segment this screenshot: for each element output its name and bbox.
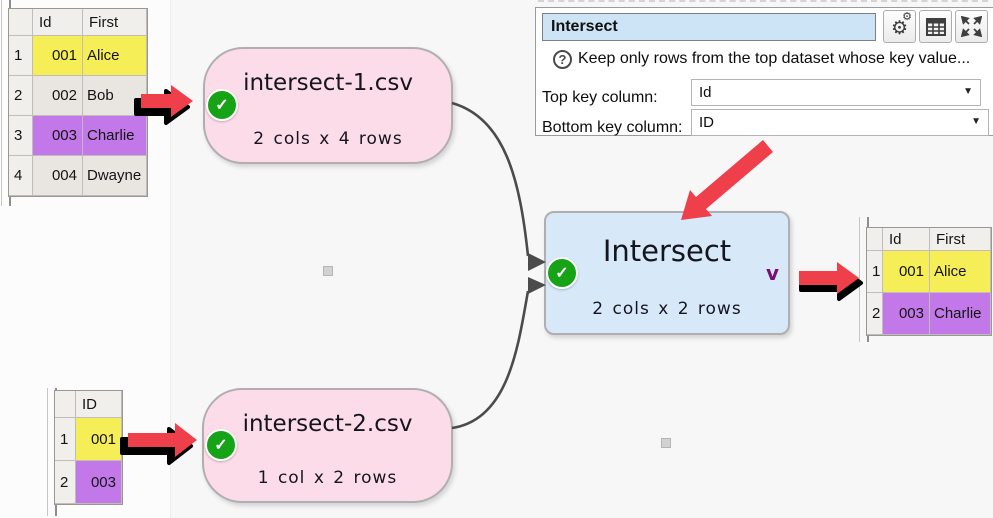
row-number[interactable]: 2 [867,293,883,335]
help-icon[interactable]: ? [553,50,572,69]
table-cell[interactable]: 001 [76,418,122,461]
check-icon: ✓ [546,257,578,289]
transform-options-panel: ⚙ ⚙ ? Keep only r [535,7,993,136]
selected-value: Id [699,84,712,101]
node-subtitle: 1 col x 2 rows [257,468,398,488]
collapse-caret: v [765,261,779,285]
expand-button[interactable] [955,10,988,43]
node-intersect-transform[interactable]: Intersect 2 cols x 2 rows ✓ v [544,211,790,335]
row-number[interactable]: 2 [9,76,33,116]
column-header[interactable]: Id [883,228,930,251]
table-cell[interactable]: 003 [76,461,122,504]
column-header[interactable]: First [83,9,147,36]
gear-icon: ⚙ [890,18,909,39]
table-cell[interactable]: 002 [33,76,83,116]
table-cell[interactable]: Charlie [930,293,991,335]
table-cell[interactable]: Dwayne [83,156,147,196]
chevron-down-icon: ▼ [963,86,973,97]
table-cell[interactable]: 001 [33,36,83,76]
corner-cell [9,9,33,36]
corner-cell [867,228,883,251]
row-number[interactable]: 1 [55,418,76,461]
table-cell[interactable]: 004 [33,156,83,196]
grid-dot [661,438,671,448]
node-title: intersect-2.csv [242,411,413,437]
row-number[interactable]: 3 [9,116,33,156]
row-number[interactable]: 4 [9,156,33,196]
node-intersect-1-csv[interactable]: intersect-1.csv 2 cols x 4 rows ✓ [203,47,453,164]
crop-edge [538,0,988,2]
row-number[interactable]: 1 [9,36,33,76]
node-title: intersect-1.csv [243,70,413,96]
corner-cell [55,391,76,418]
bottom-key-column-select[interactable]: ID ▼ [691,109,989,136]
row-number[interactable]: 2 [55,461,76,504]
transform-name-input[interactable] [542,13,876,41]
node-subtitle: 2 cols x 4 rows [253,129,403,149]
table-icon [925,17,946,36]
field-label: Top key column: [542,89,658,106]
settings-button[interactable]: ⚙ ⚙ [883,10,916,43]
table-view-button[interactable] [919,10,952,43]
top-key-column-select[interactable]: Id ▼ [691,79,981,106]
source1-table: Id First 1 001 Alice 2 002 Bob 3 003 Cha… [8,8,148,197]
column-header[interactable]: ID [76,391,122,418]
field-label: Bottom key column: [542,119,683,136]
table-cell[interactable]: 001 [883,251,930,293]
table-cell[interactable]: Alice [83,36,147,76]
table-cell[interactable]: Charlie [83,116,147,156]
grid-dot [323,266,333,276]
chevron-down-icon: ▼ [971,116,981,127]
node-intersect-2-csv[interactable]: intersect-2.csv 1 col x 2 rows ✓ [202,388,453,503]
row-number[interactable]: 1 [867,251,883,293]
table-cell[interactable]: 003 [883,293,930,335]
node-subtitle: 2 cols x 2 rows [592,299,742,319]
column-header[interactable]: Id [33,9,83,36]
node-title: Intersect [602,234,732,268]
column-header[interactable]: First [930,228,991,251]
table-cell[interactable]: 003 [33,116,83,156]
result-table: Id First 1 001 Alice 2 003 Charlie [866,227,992,336]
table-cell[interactable]: Bob [83,76,147,116]
gear-icon: ⚙ [902,11,912,23]
check-icon: ✓ [205,429,237,461]
transform-description: Keep only rows from the top dataset whos… [578,50,971,67]
source2-table: ID 1 001 2 003 [54,390,123,505]
expand-icon [961,16,982,37]
selected-value: ID [699,114,714,131]
table-cell[interactable]: Alice [930,251,991,293]
check-icon: ✓ [206,89,238,121]
